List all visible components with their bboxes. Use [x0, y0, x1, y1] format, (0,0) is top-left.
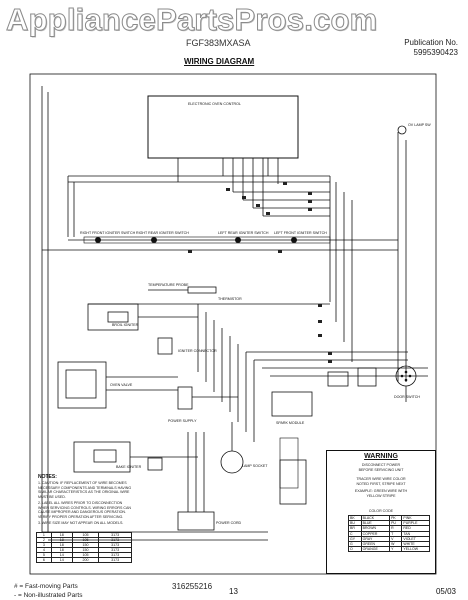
note-item: 1. CAUTION: IF REPLACEMENT OF WIRE BECOM…	[38, 481, 132, 499]
note-item: 2. LABEL ALL WIRES PRIOR TO DISCONNECTIO…	[38, 501, 131, 519]
table-cell: 3173	[98, 557, 132, 563]
publication-number: Publication No. 5995390423	[404, 38, 458, 58]
watermark-logo: AppliancePartsPros.com	[5, 2, 378, 38]
revision-date: 05/03	[435, 587, 456, 596]
warning-line: TRACER WIRE WIRE COLOR	[356, 477, 406, 481]
table-cell: O	[348, 546, 362, 553]
label-lamp-socket: LAMP SOCKET	[242, 464, 268, 468]
warning-box: WARNING DISCONNECT POWER BEFORE SERVICIN…	[326, 450, 436, 574]
label-switch-left-rear: LEFT REAR IGNITER SWITCH	[218, 231, 269, 235]
label-igniter-connector: IGNITER CONNECTOR	[178, 349, 217, 353]
warning-line: YELLOW STRIPE	[366, 494, 396, 498]
model-number: FGF383MXASA	[186, 38, 251, 48]
label-electronic-control: ELECTRONIC OVEN CONTROL	[188, 102, 241, 106]
table-cell: 14	[50, 557, 73, 563]
label-switch-left-front: LEFT FRONT IGNITER SWITCH	[274, 231, 327, 235]
label-switch-right-rear: RIGHT REAR IGNITER SWITCH	[136, 231, 189, 235]
table-cell: YELLOW	[401, 546, 430, 553]
label-switch-right-front: RIGHT FRONT IGNITER SWITCH	[80, 231, 136, 235]
label-bake-igniter: BAKE IGNITER	[116, 465, 142, 469]
label-power-supply: POWER SUPPLY	[168, 419, 197, 423]
warning-line: DISCONNECT POWER	[361, 463, 401, 467]
warning-line: EXAMPLE: GREEN WIRE WITH	[354, 489, 408, 493]
table-cell: 6	[36, 557, 52, 563]
label-broil-igniter: BROIL IGNITER	[112, 323, 139, 327]
legend-fast-moving: # = Fast-moving Parts	[14, 583, 78, 590]
table-cell: 200	[71, 557, 100, 563]
label-spark-module: SPARK MODULE	[276, 421, 305, 425]
notes-list: 1. CAUTION: IF REPLACEMENT OF WIRE BECOM…	[38, 481, 134, 528]
label-oven-valve: OVEN VALVE	[110, 383, 133, 387]
warning-line: NOTED FIRST, STRIPE NEXT	[356, 482, 406, 486]
label-door-switch: DOOR SWITCH	[394, 395, 420, 399]
table-cell: ORANGE	[360, 546, 391, 553]
note-item: 3. WIRE SIZE MAY NOT APPEAR ON ALL MODEL…	[38, 521, 124, 525]
notes-title: NOTES:	[38, 474, 57, 480]
diagram-part-number: 316255216	[172, 582, 213, 591]
legend-non-illustrated: - = Non-illustrated Parts	[14, 592, 83, 599]
warning-line: BEFORE SERVICING UNIT	[358, 468, 404, 472]
page-number: 13	[229, 587, 238, 596]
label-temp-probe: TEMPERATURE PROBE	[148, 283, 189, 287]
page-title: WIRING DIAGRAM	[184, 57, 255, 66]
table-cell: Y	[389, 546, 403, 553]
color-code-title: COLOR CODE	[368, 509, 394, 513]
label-oven-lamp-switch: OV LAMP SW	[408, 123, 431, 127]
publication-label: Publication No.	[404, 38, 458, 47]
warning-title: WARNING	[364, 453, 398, 460]
legend: # = Fast-moving Parts - = Non-illustrate…	[14, 582, 82, 600]
publication-value: 5995390423	[413, 48, 459, 57]
label-power-cord: POWER CORD	[216, 521, 242, 525]
label-thermistor: THERMISTOR	[218, 297, 242, 301]
wiring-diagram: ELECTRONIC OVEN CONTROL RIGHT FRONT IGNI…	[29, 73, 437, 575]
